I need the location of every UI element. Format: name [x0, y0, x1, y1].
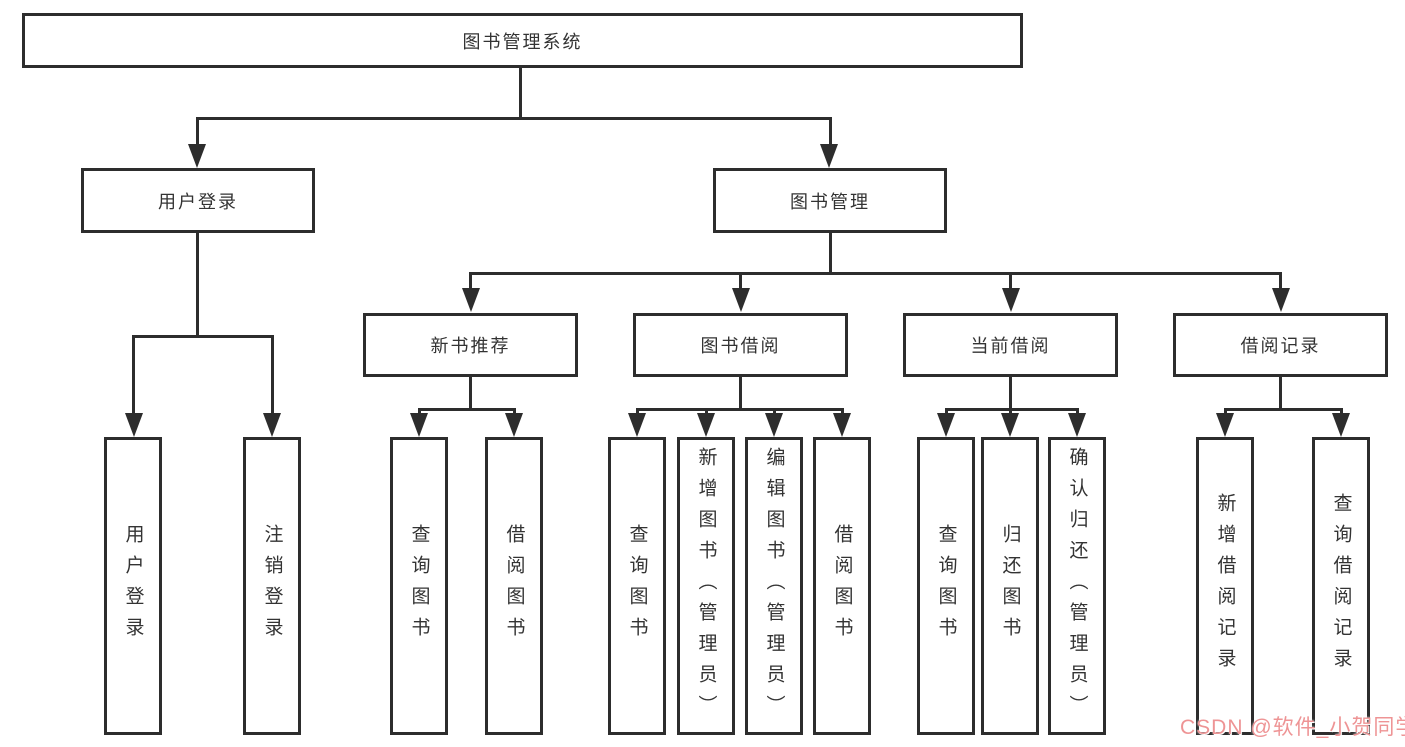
csdn-watermark: CSDN @软件_小贺同学 [1180, 716, 1405, 739]
connector-borrowing-branch [635, 408, 844, 411]
connector-drop-current [1009, 272, 1012, 290]
node-label: 借阅记录 [1240, 336, 1321, 356]
connector-book-mgmt-branch [469, 272, 1282, 275]
connector-drop-nb-borrow [512, 408, 516, 417]
connector-drop-leaf-user-login [132, 335, 135, 415]
connector-drop-cur-return [1008, 408, 1012, 417]
arrowhead-rec-add [1216, 413, 1234, 437]
arrowhead-cur-query [937, 413, 955, 437]
arrowhead-cur-confirm [1068, 413, 1086, 437]
arrowhead-bw-edit [765, 413, 783, 437]
node-library-management-system: 图书管理系统 [22, 13, 1023, 68]
arrowhead-nb-query [410, 413, 428, 437]
arrowhead-user-login [187, 144, 206, 168]
node-borrowing-records: 借阅记录 [1173, 313, 1388, 377]
connector-borrowing-stem [739, 377, 742, 408]
node-label: 当前借阅 [970, 336, 1051, 356]
node-label: 图书管理系统 [462, 31, 583, 52]
arrowhead-rec-query [1332, 413, 1350, 437]
node-label: 新书推荐 [430, 336, 511, 356]
node-user-login: 用户登录 [81, 168, 315, 233]
leaf-logout: 注销登录 [243, 437, 301, 735]
leaf-label: 新增图书（管理员） [695, 446, 717, 726]
connector-drop-rec-add [1223, 408, 1227, 417]
leaf-nb-query-books: 查询图书 [390, 437, 448, 735]
connector-drop-bw-add [704, 408, 708, 417]
node-label: 图书借阅 [700, 336, 781, 356]
connector-drop-records [1279, 272, 1282, 290]
leaf-user-login: 用户登录 [104, 437, 162, 735]
connector-drop-bw-query [635, 408, 639, 417]
arrowhead-cur-return [1001, 413, 1019, 437]
connector-root-stem [518, 68, 522, 117]
leaf-bw-query-books: 查询图书 [608, 437, 666, 735]
leaf-label: 编辑图书（管理员） [763, 446, 785, 726]
connector-user-login-stem [196, 233, 199, 335]
node-label: 用户登录 [158, 191, 238, 212]
arrowhead-bw-query [628, 413, 646, 437]
leaf-label: 新增借阅记录 [1214, 493, 1236, 679]
leaf-nb-borrow-books: 借阅图书 [485, 437, 543, 735]
leaf-label: 用户登录 [122, 524, 144, 648]
arrowhead-bw-borrow [833, 413, 851, 437]
node-book-borrowing: 图书借阅 [633, 313, 848, 377]
connector-new-books-stem [469, 377, 472, 408]
connector-drop-rec-query [1339, 408, 1343, 417]
node-new-book-recommend: 新书推荐 [363, 313, 578, 377]
connector-drop-cur-confirm [1075, 408, 1079, 417]
leaf-rec-query-record: 查询借阅记录 [1312, 437, 1370, 735]
node-label: 图书管理 [790, 191, 870, 212]
connector-book-mgmt-stem [828, 233, 832, 272]
leaf-label: 归还图书 [999, 524, 1021, 648]
leaf-label: 借阅图书 [831, 524, 853, 648]
connector-drop-cur-query [944, 408, 948, 417]
connector-drop-bw-borrow [840, 408, 844, 417]
leaf-cur-confirm-return-admin: 确认归还（管理员） [1048, 437, 1106, 735]
connector-records-branch [1223, 408, 1343, 411]
arrowhead-nb-borrow [505, 413, 523, 437]
arrowhead-borrowing [731, 288, 750, 312]
arrowhead-new-books [461, 288, 480, 312]
connector-records-stem [1279, 377, 1282, 408]
leaf-label: 查询图书 [935, 524, 957, 648]
node-book-management: 图书管理 [713, 168, 947, 233]
leaf-cur-query-books: 查询图书 [917, 437, 975, 735]
leaf-label: 注销登录 [261, 524, 283, 648]
leaf-label: 查询图书 [408, 524, 430, 648]
arrowhead-book-mgmt [819, 144, 838, 168]
leaf-cur-return-books: 归还图书 [981, 437, 1039, 735]
connector-drop-borrowing [739, 272, 742, 290]
arrowhead-bw-add [697, 413, 715, 437]
leaf-rec-add-record: 新增借阅记录 [1196, 437, 1254, 735]
leaf-label: 确认归还（管理员） [1066, 446, 1088, 726]
leaf-bw-add-books-admin: 新增图书（管理员） [677, 437, 735, 735]
arrowhead-leaf-user-login [124, 413, 143, 437]
connector-drop-nb-query [417, 408, 421, 417]
node-current-borrowing: 当前借阅 [903, 313, 1118, 377]
connector-current-stem [1009, 377, 1012, 408]
arrowhead-records [1271, 288, 1290, 312]
leaf-label: 借阅图书 [503, 524, 525, 648]
connector-drop-book-mgmt [828, 117, 832, 146]
arrowhead-current [1001, 288, 1020, 312]
leaf-bw-borrow-books: 借阅图书 [813, 437, 871, 735]
connector-root-branch [196, 117, 832, 120]
connector-drop-leaf-logout [270, 335, 274, 415]
leaf-label: 查询图书 [626, 524, 648, 648]
connector-drop-user-login [196, 117, 199, 146]
leaf-label: 查询借阅记录 [1330, 493, 1352, 679]
connector-drop-new-books [469, 272, 472, 290]
connector-drop-bw-edit [772, 408, 776, 417]
connector-current-branch [944, 408, 1079, 411]
leaf-bw-edit-books-admin: 编辑图书（管理员） [745, 437, 803, 735]
arrowhead-leaf-logout [263, 413, 281, 437]
connector-new-books-branch [417, 408, 516, 411]
connector-user-login-branch [132, 335, 274, 338]
